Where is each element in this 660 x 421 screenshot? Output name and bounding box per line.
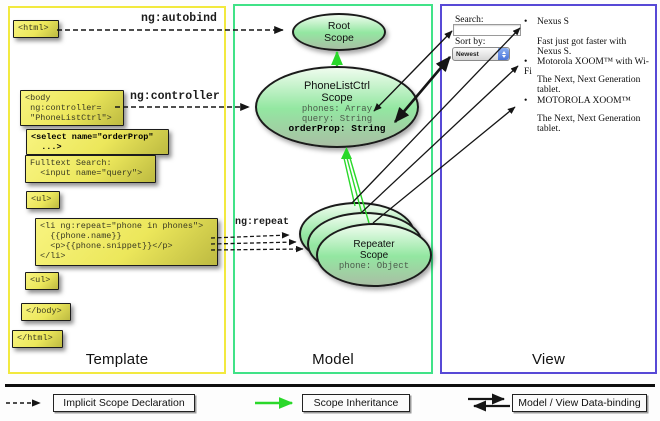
fulltext-search-box: Fulltext Search: <input name="query"> [25, 155, 156, 183]
phone-title-text: MOTOROLA XOOM™ [537, 96, 631, 106]
phone-description: The Next, Next Generation tablet. [537, 75, 641, 95]
view-panel-label: View [531, 351, 566, 368]
phonelistctrl-scope-title: PhoneListCtrl Scope [303, 80, 371, 104]
sort-dropdown-value: Newest [456, 50, 479, 58]
search-input[interactable] [453, 24, 521, 36]
list-item: • MOTOROLA XOOM™ The Next, Next Generatio… [524, 96, 652, 134]
phone-title: •Motorola XOOM™ with Wi-Fi [524, 57, 652, 77]
bullet-icon: • [524, 96, 528, 106]
repeater-scope-title: Repeater Scope [353, 238, 395, 261]
phonelistctrl-scope-props: phones: Array query: String [301, 104, 373, 124]
search-label: Search: [455, 15, 484, 25]
ng-controller-label: ng:controller [130, 90, 220, 103]
legend-separator-line [5, 384, 655, 387]
select-orderprop-box: <select name="orderProp" ...> [26, 129, 169, 155]
list-item: • Nexus S Fast just got faster with Nexus… [524, 17, 652, 57]
template-panel-label: Template [85, 351, 149, 368]
legend-model-view-data-binding: Model / View Data-binding [512, 394, 647, 412]
ng-autobind-label: ng:autobind [141, 12, 217, 25]
root-scope-title: Root Scope [324, 20, 354, 44]
model-panel: Model [233, 4, 433, 374]
up-arrow-icon [501, 50, 506, 54]
phone-description: The Next, Next Generation tablet. [537, 114, 641, 134]
repeater-scope-prop: phone: Object [338, 260, 410, 271]
phone-title: • Nexus S [524, 17, 652, 27]
body-close-tag-box: </body> [21, 303, 71, 321]
body-controller-box: <body ng:controller= "PhoneListCtrl"> [20, 90, 124, 126]
bullet-icon: • [524, 57, 528, 67]
legend-scope-inheritance: Scope Inheritance [302, 394, 410, 412]
repeater-scope-ellipse: Repeater Scope phone: Object [316, 223, 432, 287]
legend-implicit-scope-declaration: Implicit Scope Declaration [53, 394, 195, 412]
ul-close-tag-box: <ul> [25, 272, 59, 290]
phonelistctrl-scope-ellipse: PhoneListCtrl Scope phones: Array query:… [255, 66, 419, 148]
sort-by-label: Sort by: [455, 37, 486, 47]
phone-title: • MOTOROLA XOOM™ [524, 96, 652, 106]
li-ng-repeat-box: <li ng:repeat="phone in phones"> {{phone… [35, 218, 218, 266]
model-panel-label: Model [312, 351, 354, 368]
ul-open-tag-box: <ul> [26, 191, 60, 209]
down-arrow-icon [501, 54, 506, 58]
dropdown-stepper-icon [498, 48, 509, 60]
root-scope-ellipse: Root Scope [292, 13, 386, 51]
phonelistctrl-scope-orderprop: orderProp: String [288, 123, 386, 134]
html-open-tag-box: <html> [13, 20, 59, 38]
phone-title-text: Nexus S [537, 17, 569, 27]
phone-description: Fast just got faster with Nexus S. [537, 37, 627, 57]
html-close-tag-box: </html> [12, 330, 63, 348]
phone-title-text: Motorola XOOM™ with Wi-Fi [524, 57, 649, 77]
ng-repeat-label: ng:repeat [235, 217, 290, 228]
bullet-icon: • [524, 17, 528, 27]
sort-dropdown[interactable]: Newest [452, 47, 510, 61]
list-item: •Motorola XOOM™ with Wi-Fi The Next, Nex… [524, 57, 652, 95]
